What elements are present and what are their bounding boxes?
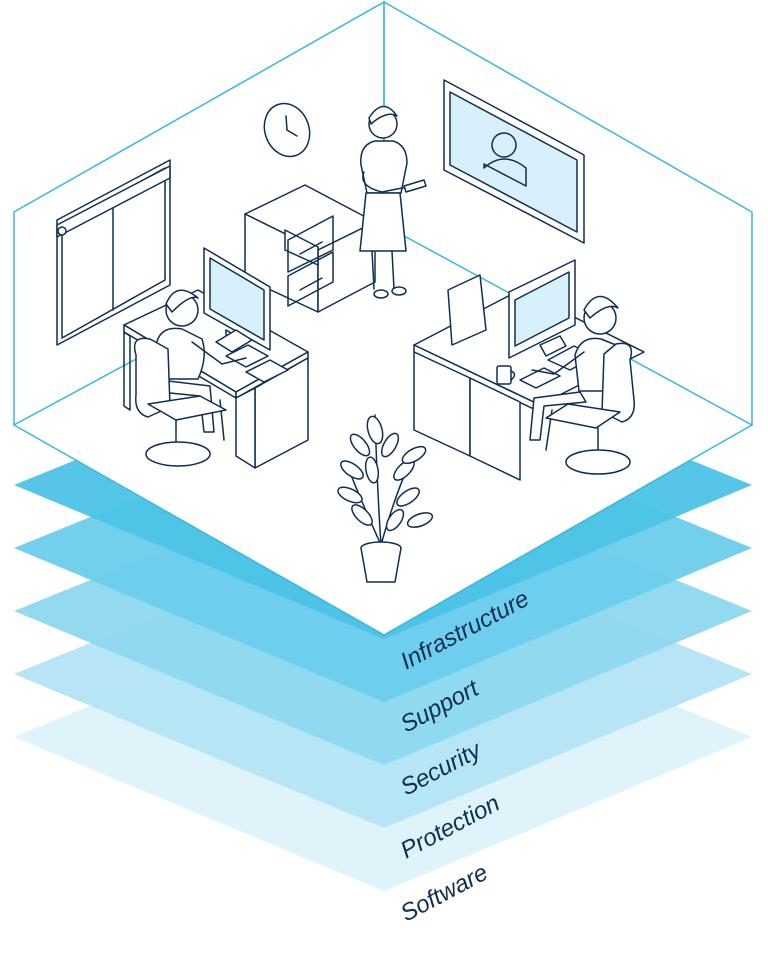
coffee-mug-icon [496,365,516,385]
standing-person [359,105,427,299]
presenter-screen-icon [443,79,585,244]
room-floor-edge [13,424,753,636]
right-chair [545,342,635,475]
right-monitor [508,259,597,389]
plant-icon [337,414,434,583]
left-chair [133,337,227,467]
window-icon [56,159,171,346]
wall-clock-icon [263,102,311,158]
left-monitor [203,247,289,383]
